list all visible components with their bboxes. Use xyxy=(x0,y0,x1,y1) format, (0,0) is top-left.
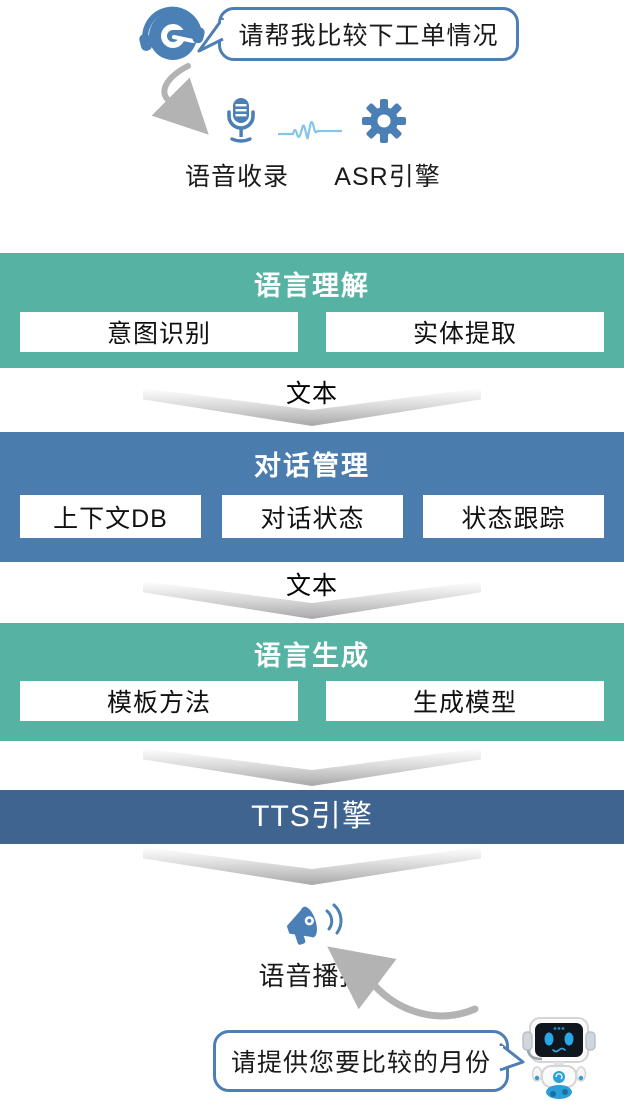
megaphone-icon xyxy=(286,903,343,945)
gear-icon xyxy=(362,99,406,143)
flow-text-label-1: 文本 xyxy=(285,380,338,408)
dm-item-state-tracking: 状态跟踪 xyxy=(423,495,604,538)
flow-arrow-up xyxy=(327,946,479,1020)
tts-block: TTS引擎 xyxy=(0,790,624,844)
robot-icon xyxy=(522,1017,596,1099)
dm-item-context-db: 上下文DB xyxy=(20,495,201,538)
microphone-icon xyxy=(227,98,255,143)
bot-bubble-tail xyxy=(498,1042,525,1072)
user-bubble-tail xyxy=(197,17,226,53)
nlu-item-intent: 意图识别 xyxy=(20,312,298,352)
asr-engine-label: ASR引擎 xyxy=(334,163,441,191)
tts-title: TTS引擎 xyxy=(251,800,373,833)
bot-speech-text: 请提供您要比较的月份 xyxy=(230,1049,491,1077)
chevron-arrow-3 xyxy=(143,748,481,786)
dm-item-dialog-state: 对话状态 xyxy=(222,495,403,538)
nlg-title: 语言生成 xyxy=(254,641,370,671)
flow-text-label-2: 文本 xyxy=(285,572,338,600)
agent-headset-icon xyxy=(139,6,205,60)
nlu-title: 语言理解 xyxy=(254,271,370,301)
dm-block: 对话管理 上下文DB 对话状态 状态跟踪 xyxy=(0,432,624,562)
nlg-item-template: 模板方法 xyxy=(20,681,298,721)
dm-title: 对话管理 xyxy=(254,451,370,481)
nlg-item-generative: 生成模型 xyxy=(326,681,604,721)
bot-speech-bubble: 请提供您要比较的月份 xyxy=(213,1030,509,1092)
nlu-item-entity: 实体提取 xyxy=(326,312,604,352)
waveform-icon xyxy=(278,121,342,140)
nlg-block: 语言生成 模板方法 生成模型 xyxy=(0,623,624,741)
voice-capture-label: 语音收录 xyxy=(184,163,289,191)
user-speech-text: 请帮我比较下工单情况 xyxy=(238,22,499,50)
user-speech-bubble: 请帮我比较下工单情况 xyxy=(218,7,519,61)
flow-arrow-down xyxy=(151,63,209,135)
chevron-arrow-4 xyxy=(143,847,481,885)
nlu-block: 语言理解 意图识别 实体提取 xyxy=(0,253,624,368)
